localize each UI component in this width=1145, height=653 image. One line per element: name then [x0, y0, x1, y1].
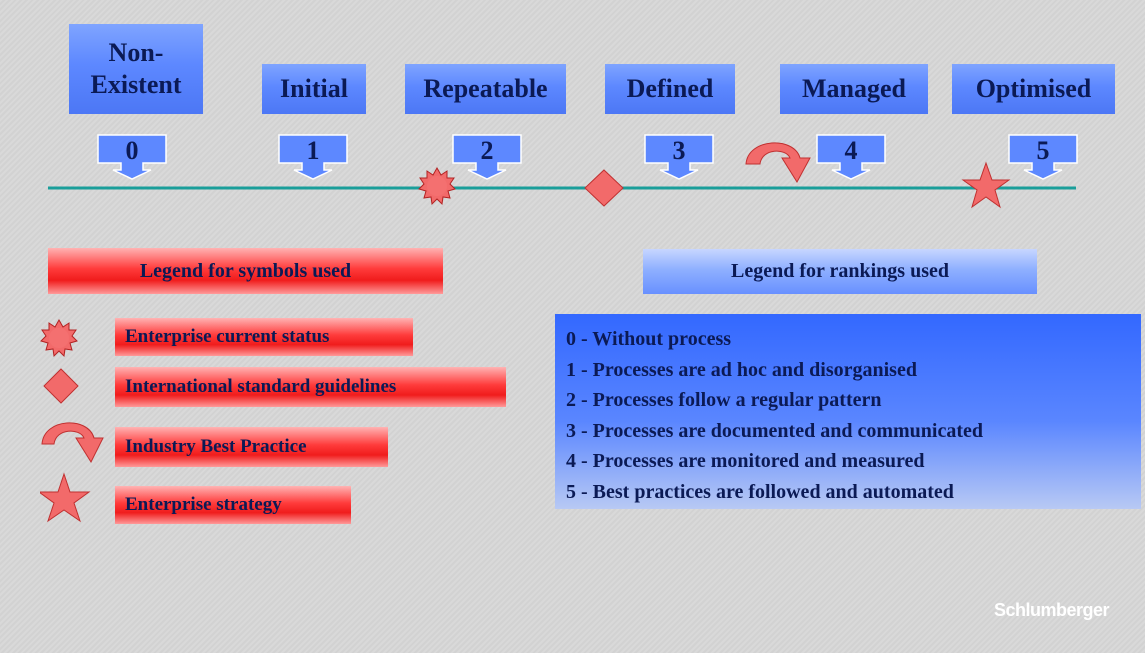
level-label-1: Initial	[280, 73, 348, 103]
level-box-5: Optimised	[952, 64, 1115, 114]
symbols-legend-label-3: Enterprise strategy	[125, 494, 282, 515]
ranking-item-2: 2 - Processes follow a regular pattern	[566, 389, 882, 411]
level-number-5: 5	[1036, 136, 1050, 165]
sunburst-icon	[40, 318, 78, 358]
star-icon	[40, 472, 91, 523]
symbols-legend-item-2: Industry Best Practice	[115, 427, 388, 467]
symbols-legend-title: Legend for symbols used	[48, 248, 443, 294]
level-number-3: 3	[672, 136, 686, 165]
level-label-2: Repeatable	[423, 73, 548, 103]
curved-arrow-icon	[745, 142, 811, 183]
level-number-callout-0: 0	[97, 134, 167, 180]
level-number-callout-2: 2	[452, 134, 522, 180]
level-number-callout-5: 5	[1008, 134, 1078, 180]
level-number-1: 1	[306, 136, 320, 165]
symbols-legend-item-0: Enterprise current status	[115, 318, 413, 356]
level-number-2: 2	[480, 136, 494, 165]
curved-arrow-icon	[41, 422, 104, 464]
symbols-legend-icons	[40, 318, 104, 523]
symbols-legend-label-2: Industry Best Practice	[125, 436, 307, 457]
ranking-item-1: 1 - Processes are ad hoc and disorganise…	[566, 358, 917, 381]
symbols-legend-item-1: International standard guidelines	[115, 367, 506, 407]
level-number-callout-1: 1	[278, 134, 348, 180]
rankings-legend-title-text: Legend for rankings used	[730, 260, 949, 282]
ranking-item-3: 3 - Processes are documented and communi…	[566, 419, 983, 442]
diamond-icon	[584, 169, 624, 207]
ranking-item-5: 5 - Best practices are followed and auto…	[566, 480, 954, 503]
level-box-2: Repeatable	[405, 64, 566, 114]
level-number-4: 4	[844, 136, 858, 165]
sunburst-icon	[418, 166, 456, 206]
rankings-legend-panel: 0 - Without process 1 - Processes are ad…	[555, 314, 1141, 509]
level-label-4: Managed	[802, 73, 906, 103]
maturity-timeline	[48, 142, 1076, 209]
level-number-callout-3: 3	[644, 134, 714, 180]
symbols-legend-title-text: Legend for symbols used	[139, 259, 352, 282]
level-number-callout-4: 4	[816, 134, 886, 180]
level-box-0: Non- Existent	[69, 24, 203, 114]
ranking-item-0: 0 - Without process	[566, 328, 732, 350]
diamond-icon	[43, 368, 79, 404]
symbols-legend-item-3: Enterprise strategy	[115, 486, 351, 524]
symbols-legend-label-0: Enterprise current status	[125, 326, 330, 347]
level-box-4: Managed	[780, 64, 928, 114]
level-label-5: Optimised	[975, 73, 1092, 103]
symbols-legend-label-1: International standard guidelines	[125, 376, 397, 397]
level-box-1: Initial	[262, 64, 366, 114]
star-icon	[961, 161, 1011, 209]
level-label-3: Defined	[626, 73, 714, 103]
level-label-0: Non- Existent	[90, 37, 182, 100]
ranking-item-4: 4 - Processes are monitored and measured	[566, 450, 925, 472]
rankings-legend-title: Legend for rankings used	[643, 249, 1037, 294]
level-box-3: Defined	[605, 64, 735, 114]
brand-logo: Schlumberger	[994, 600, 1110, 620]
level-number-0: 0	[125, 136, 139, 165]
